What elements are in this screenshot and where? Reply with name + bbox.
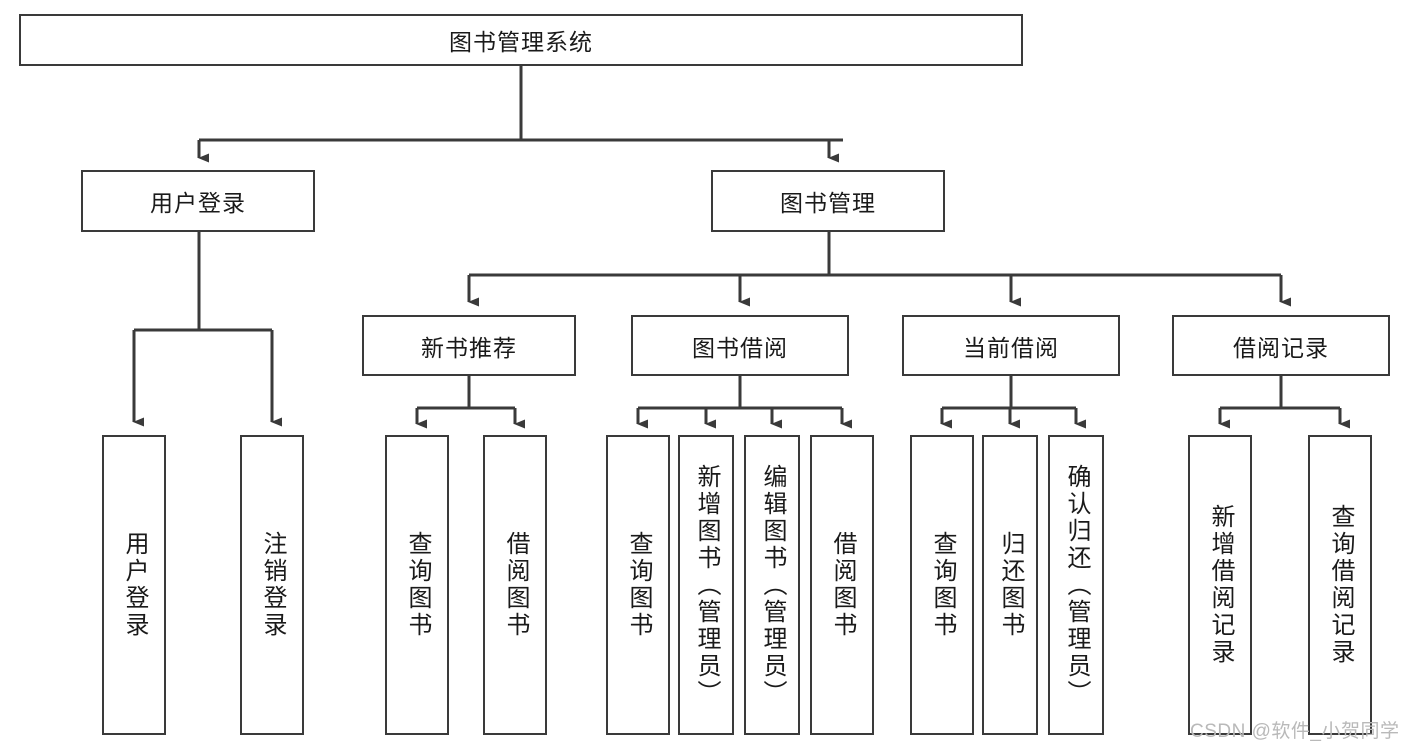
- node-label: 图书管理: [780, 190, 876, 216]
- node-borrow-record[interactable]: 借阅记录: [1172, 315, 1390, 376]
- node-label: 查询图书: [404, 531, 431, 639]
- node-new-book-recommend[interactable]: 新书推荐: [362, 315, 576, 376]
- node-label: 新书推荐: [421, 334, 517, 361]
- node-label: 查询图书: [625, 531, 652, 639]
- node-leaf-borrow-book[interactable]: 借阅图书: [810, 435, 874, 735]
- watermark-text: CSDN @软件_小贺同学: [1190, 721, 1400, 742]
- node-leaf-edit-book-admin[interactable]: 编辑图书（管理员）: [744, 435, 800, 735]
- node-leaf-borrow-book-recommend[interactable]: 借阅图书: [483, 435, 547, 735]
- node-system-title[interactable]: 图书管理系统: [19, 14, 1023, 66]
- node-label: 确认归还（管理员）: [1063, 463, 1090, 707]
- node-user-login[interactable]: 用户登录: [81, 170, 315, 232]
- node-label: 图书借阅: [692, 334, 788, 361]
- node-label: 借阅图书: [502, 531, 529, 639]
- node-leaf-query-book-recommend[interactable]: 查询图书: [385, 435, 449, 735]
- node-label: 注销登录: [259, 531, 286, 639]
- node-label: 编辑图书（管理员）: [759, 463, 786, 707]
- node-label: 归还图书: [997, 531, 1024, 639]
- node-current-borrow[interactable]: 当前借阅: [902, 315, 1120, 376]
- node-label: 新增图书（管理员）: [693, 463, 720, 707]
- node-book-management[interactable]: 图书管理: [711, 170, 945, 232]
- node-book-borrow[interactable]: 图书借阅: [631, 315, 849, 376]
- node-label: 新增借阅记录: [1207, 504, 1234, 666]
- node-leaf-query-borrow-record[interactable]: 查询借阅记录: [1308, 435, 1372, 735]
- node-leaf-query-book-current[interactable]: 查询图书: [910, 435, 974, 735]
- node-leaf-confirm-return-admin[interactable]: 确认归还（管理员）: [1048, 435, 1104, 735]
- node-label: 当前借阅: [963, 334, 1059, 361]
- node-leaf-logout[interactable]: 注销登录: [240, 435, 304, 735]
- node-leaf-user-login[interactable]: 用户登录: [102, 435, 166, 735]
- node-leaf-return-book[interactable]: 归还图书: [982, 435, 1038, 735]
- node-label: 查询借阅记录: [1327, 504, 1354, 666]
- node-label: 用户登录: [150, 190, 246, 216]
- node-leaf-query-book-borrow[interactable]: 查询图书: [606, 435, 670, 735]
- node-label: 图书管理系统: [449, 29, 593, 55]
- node-label: 查询图书: [929, 531, 956, 639]
- node-leaf-add-borrow-record[interactable]: 新增借阅记录: [1188, 435, 1252, 735]
- node-label: 借阅图书: [829, 531, 856, 639]
- node-leaf-add-book-admin[interactable]: 新增图书（管理员）: [678, 435, 734, 735]
- node-label: 用户登录: [121, 531, 148, 639]
- node-label: 借阅记录: [1233, 334, 1329, 361]
